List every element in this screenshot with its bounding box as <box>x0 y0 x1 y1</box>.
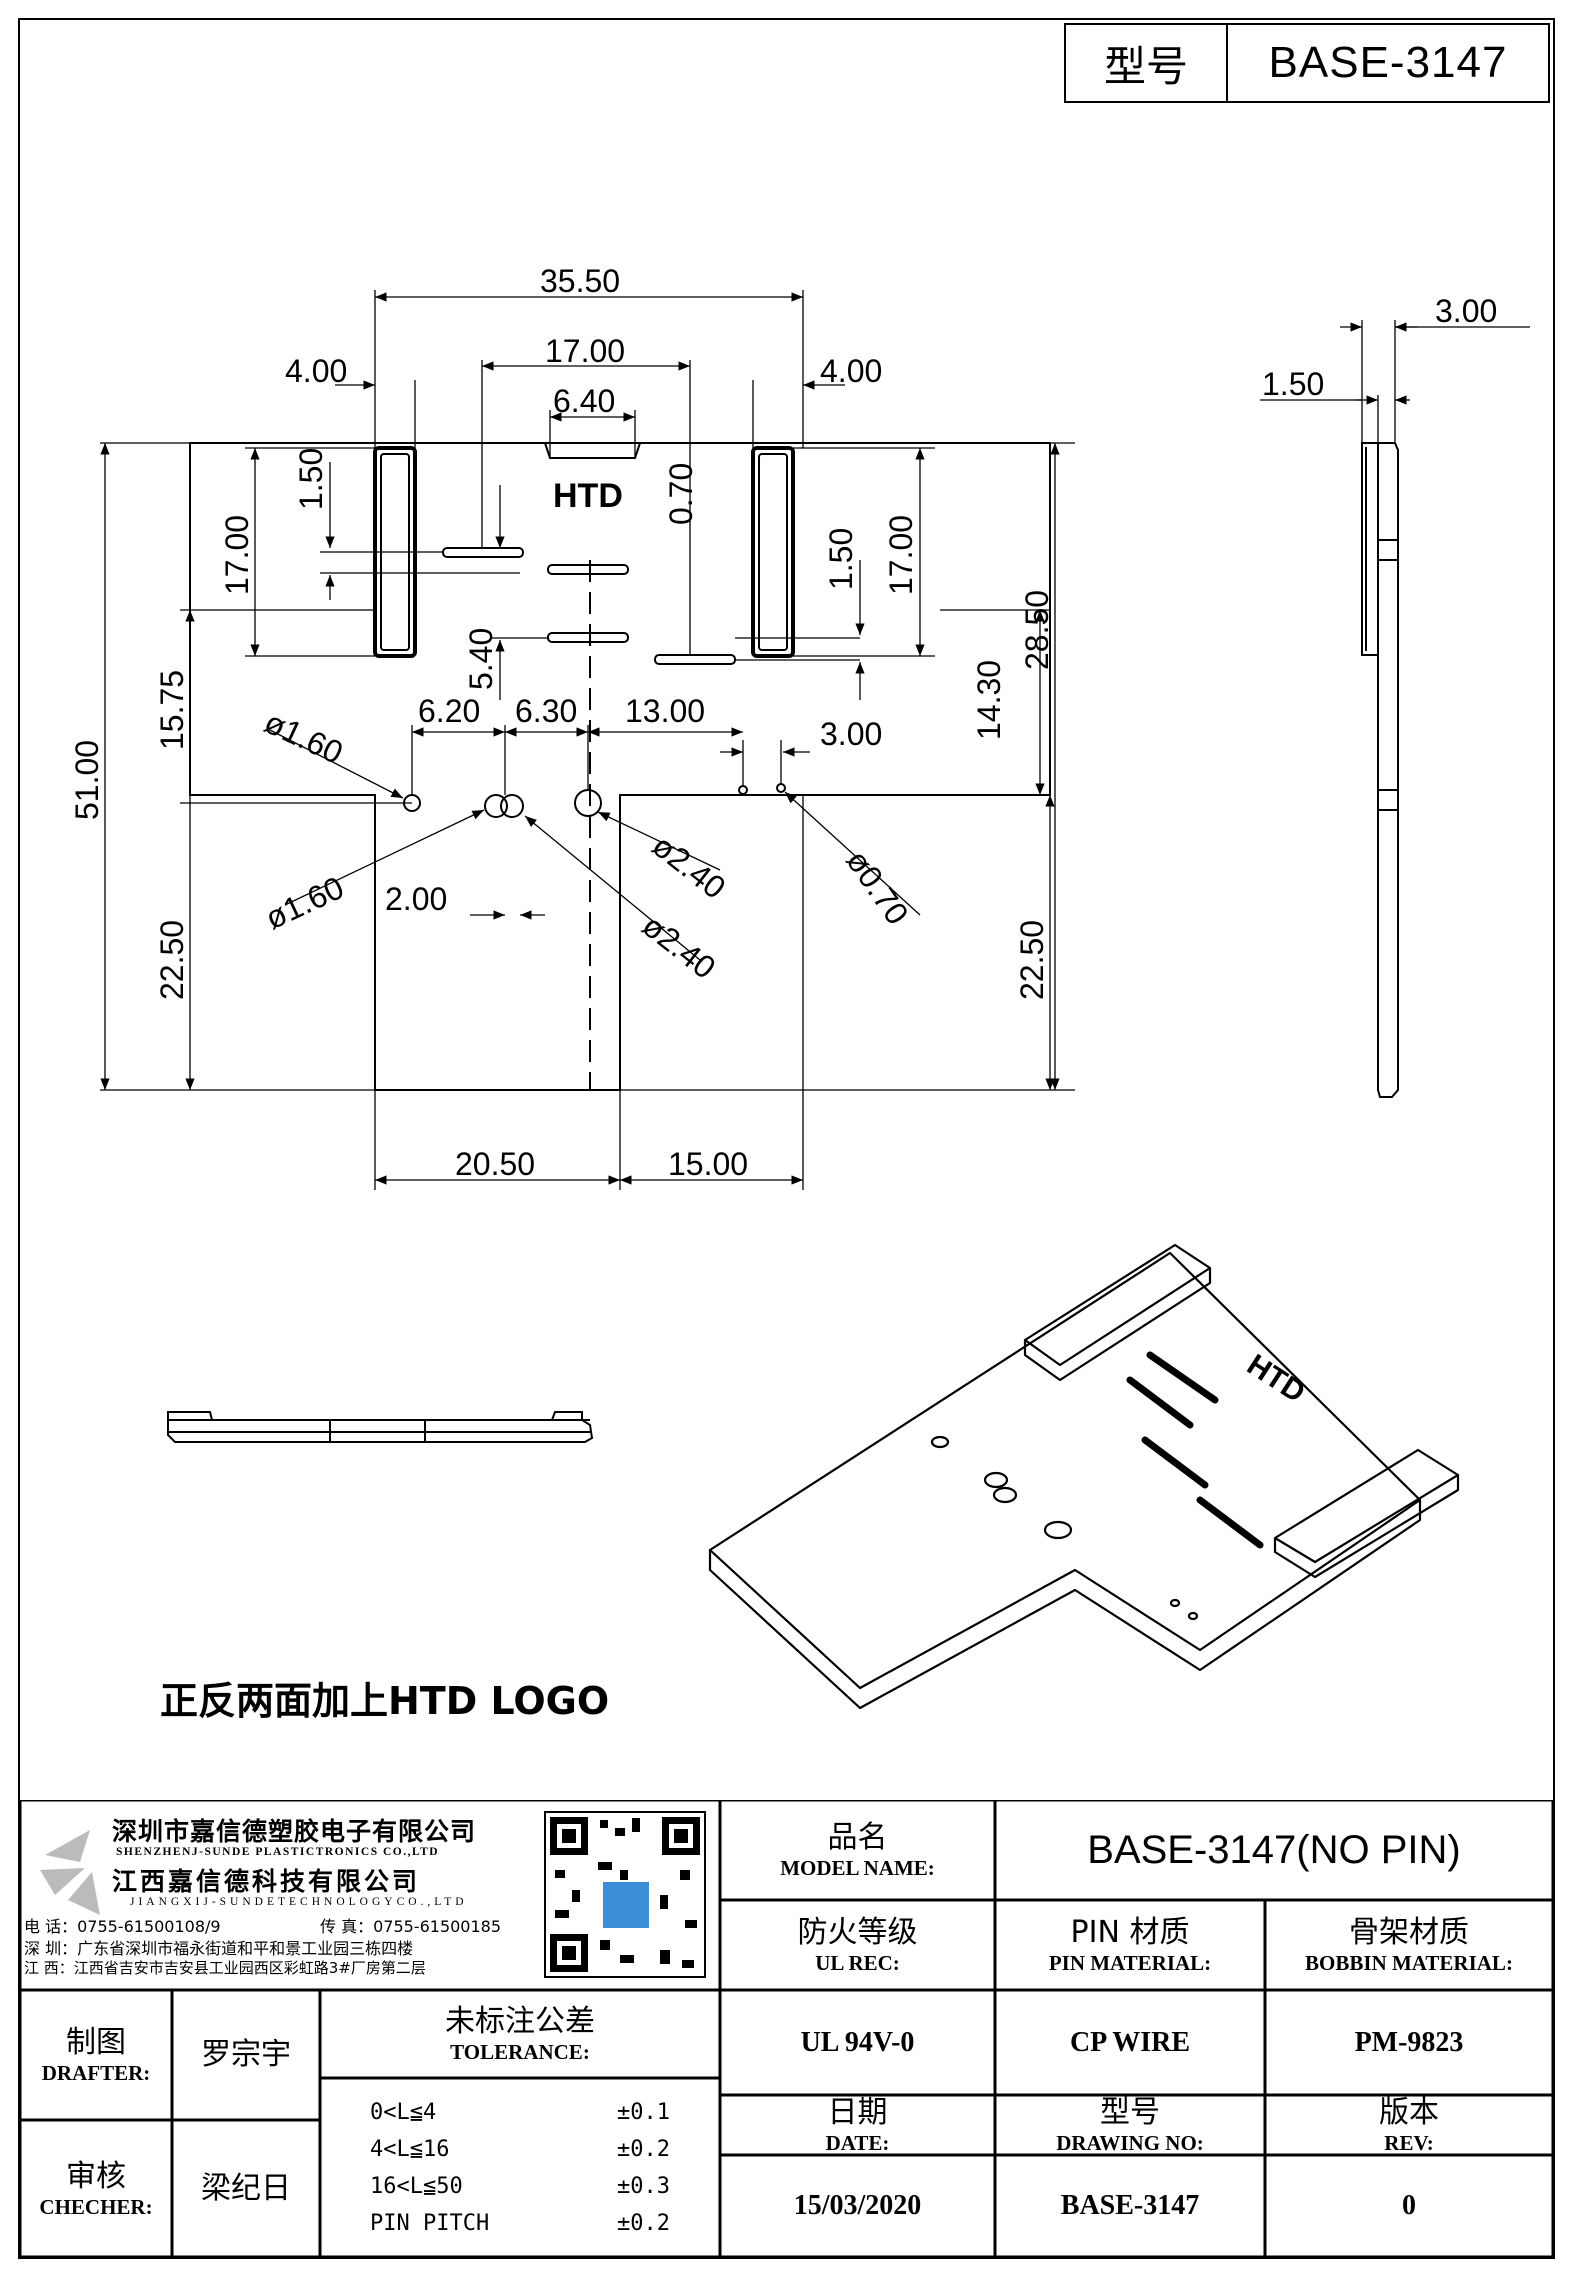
dim-dia-1-60-bottom: ø1.60 <box>260 869 349 936</box>
dim-13-00: 13.00 <box>625 693 705 729</box>
model-label: 型号 <box>1066 25 1228 101</box>
dim-15-75: 15.75 <box>154 670 190 750</box>
dim-20-50: 20.50 <box>455 1146 535 1182</box>
ul-value: UL 94V-0 <box>800 2026 915 2058</box>
dim-17-00-top: 17.00 <box>545 333 625 369</box>
date-value: 15/03/2020 <box>793 2190 922 2221</box>
slot <box>547 632 629 643</box>
model-name-label: 品名 MODEL NAME: <box>780 1820 935 1880</box>
model-name-value: BASE-3147(NO PIN) <box>1087 1827 1461 1872</box>
dim-22-50-left: 22.50 <box>154 920 190 1000</box>
dim-35-50: 35.50 <box>540 263 620 299</box>
plate-outline <box>189 442 1051 1091</box>
drafter-value: 罗宗宇 <box>201 2037 291 2072</box>
technical-drawing: 35.50 17.00 4.00 4.00 6.40 1.50 0.70 17.… <box>69 263 1530 1710</box>
slot <box>442 547 524 558</box>
hole <box>484 794 508 818</box>
edge-view <box>167 1411 594 1443</box>
dim-dia-2-40-a: ø2.40 <box>646 827 733 906</box>
dim-17-00-right: 17.00 <box>883 515 919 595</box>
date-label: 日期 DATE: <box>825 2095 890 2155</box>
dim-dia-0-70: ø0.70 <box>839 843 915 931</box>
hole <box>738 785 748 795</box>
hole <box>776 783 786 793</box>
drawing-no-label: 型号 DRAWING NO: <box>1056 2095 1204 2155</box>
dim-side-3-00: 3.00 <box>1435 293 1497 329</box>
right-bar <box>751 446 795 658</box>
company-name-jx: 江西嘉信德科技有限公司 <box>112 1867 421 1896</box>
dim-22-50-right: 22.50 <box>1014 920 1050 1000</box>
drafter-label: 制图 DRAFTER: <box>41 2025 151 2085</box>
dim-2-00: 2.00 <box>385 881 447 917</box>
model-number-box: 型号 BASE-3147 <box>1064 23 1550 103</box>
tolerance-row: 4<L≦16±0.2 <box>370 2137 670 2162</box>
pin-material-label: PIN 材质 PIN MATERIAL: <box>1048 1915 1212 1975</box>
company-phone: 电 话：0755-61500108/9 <box>24 1917 221 1936</box>
rev-value: 0 <box>1402 2190 1416 2221</box>
dim-dia-1-60-top: ø1.60 <box>259 704 348 771</box>
dim-6-30: 6.30 <box>515 693 577 729</box>
qr-code <box>544 1811 706 1978</box>
dim-6-20: 6.20 <box>418 693 480 729</box>
hole <box>574 789 602 817</box>
dim-28-50: 28.50 <box>1019 590 1055 670</box>
tolerance-label: 未标注公差 TOLERANCE: <box>445 2004 595 2064</box>
dim-15-00: 15.00 <box>668 1146 748 1182</box>
tolerance-row: 0<L≦4±0.1 <box>370 2100 670 2125</box>
company-name-jx-en: JIANGXIJ-SUNDETECHNOLOGYCO.,LTD <box>130 1896 468 1908</box>
dim-side-1-50: 1.50 <box>1262 366 1324 402</box>
dim-4-00-left: 4.00 <box>285 353 347 389</box>
dim-14-30: 14.30 <box>971 660 1007 740</box>
isometric-view <box>708 1251 1422 1690</box>
dim-1-50-right: 1.50 <box>823 528 859 590</box>
dim-0-70: 0.70 <box>663 463 699 525</box>
ul-label: 防火等级 UL REC: <box>797 1915 918 1975</box>
company-name-sz-en: SHENZHENJ-SUNDE PLASTICTRONICS CO.,LTD <box>116 1846 440 1858</box>
model-value: BASE-3147 <box>1268 38 1508 87</box>
tolerance-row: 16<L≦50±0.3 <box>370 2174 670 2199</box>
drawing-no-value: BASE-3147 <box>1060 2190 1200 2221</box>
logo-note: 正反两面加上HTD LOGO <box>160 1679 610 1723</box>
side-view <box>1361 442 1399 1098</box>
slot <box>547 564 629 575</box>
tolerance-row: PIN PITCH±0.2 <box>370 2211 670 2236</box>
tolerance-table: 0<L≦4±0.1 4<L≦16±0.2 16<L≦50±0.3 PIN PIT… <box>320 2082 720 2254</box>
logo-htd: HTD <box>553 477 623 515</box>
company-address-jx: 江 西：江西省吉安市吉安县工业园西区彩虹路3#厂房第二层 <box>24 1959 426 1977</box>
dim-3-00: 3.00 <box>820 716 882 752</box>
hole <box>500 794 524 818</box>
dim-1-50-left: 1.50 <box>293 448 329 510</box>
checker-value: 梁纪日 <box>201 2170 291 2206</box>
checker-label: 审核 CHECHER: <box>39 2158 153 2219</box>
drawing-frame <box>18 18 1555 2259</box>
company-fax: 传 真：0755-61500185 <box>320 1917 502 1936</box>
bobbin-material-label: 骨架材质 BOBBIN MATERIAL: <box>1305 1915 1513 1975</box>
dim-51-00: 51.00 <box>69 740 105 820</box>
dim-17-00-left: 17.00 <box>219 515 255 595</box>
dim-5-40: 5.40 <box>463 628 499 690</box>
company-name-sz: 深圳市嘉信德塑胶电子有限公司 <box>112 1817 477 1846</box>
slot <box>654 654 736 665</box>
pin-material-value: CP WIRE <box>1069 2026 1191 2058</box>
dim-dia-2-40-b: ø2.40 <box>636 907 723 986</box>
rev-label: 版本 REV: <box>1379 2095 1439 2155</box>
company-address-sz: 深 圳：广东省深圳市福永街道和平和景工业园三栋四楼 <box>24 1939 414 1958</box>
top-notch <box>544 442 641 459</box>
dim-6-40: 6.40 <box>553 383 615 419</box>
bobbin-material-value: PM-9823 <box>1354 2026 1464 2058</box>
company-info: 深圳市嘉信德塑胶电子有限公司 SHENZHENJ-SUNDE PLASTICTR… <box>20 1800 540 1980</box>
title-block: 深圳市嘉信德塑胶电子有限公司 SHENZHENJ-SUNDE PLASTICTR… <box>20 1800 1553 2257</box>
title-block-grid <box>20 1800 1553 2257</box>
dim-4-00-right: 4.00 <box>820 353 882 389</box>
